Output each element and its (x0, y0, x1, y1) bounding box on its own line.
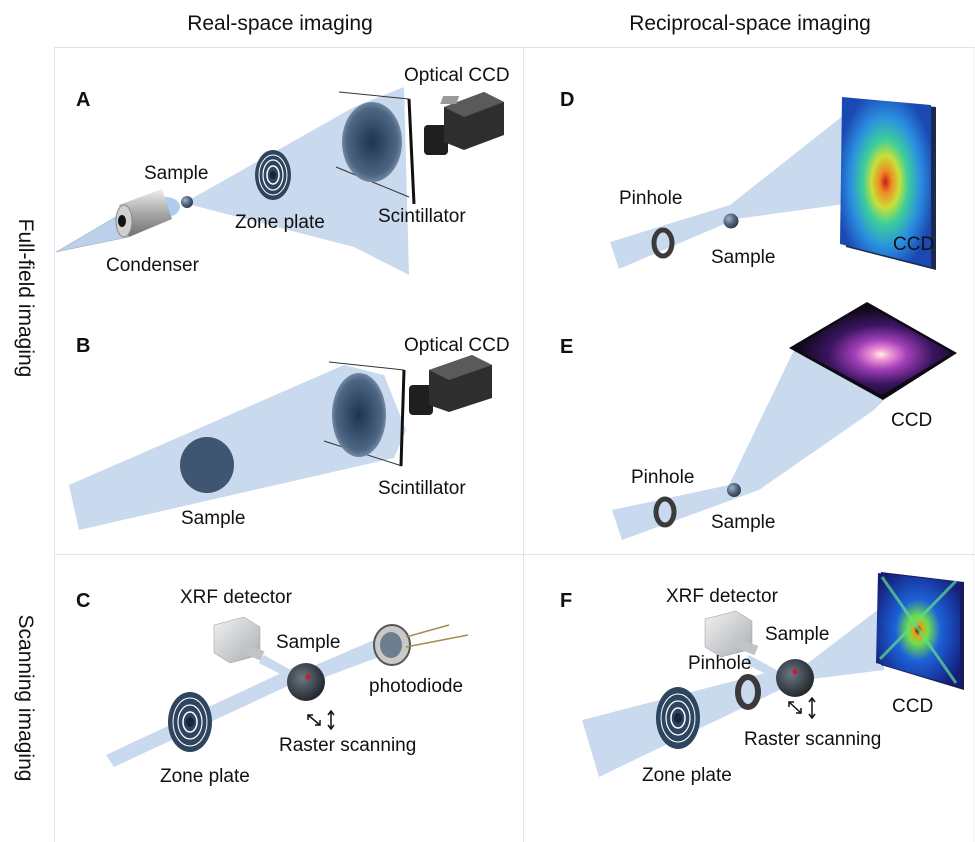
label-ccd: CCD (892, 696, 933, 717)
label-zone-plate: Zone plate (235, 212, 325, 233)
label-xrf-detector: XRF detector (666, 586, 779, 607)
label-xrf-detector: XRF detector (180, 587, 293, 608)
panel-grid (54, 47, 975, 842)
panel-c: C XRF detector Sample photodiode Raster … (76, 587, 469, 787)
label-scintillator: Scintillator (378, 478, 466, 499)
optical-ccd-camera-icon (424, 92, 504, 155)
label-ccd: CCD (893, 234, 934, 255)
grid-divider-horizontal (54, 554, 975, 555)
sample-icon (181, 196, 193, 208)
sample-icon (776, 659, 814, 697)
panel-f: F XRF detector Sample Pinhole CCD Raster… (560, 572, 964, 786)
label-zone-plate: Zone plate (642, 765, 732, 786)
label-sample: Sample (711, 512, 775, 533)
scattered-beam (799, 605, 884, 680)
panel-e: E CCD Pinhole Sample (560, 302, 957, 540)
panel-letter-f: F (560, 590, 572, 612)
pinhole-icon (651, 227, 675, 259)
zone-plate-icon (255, 150, 291, 200)
label-pinhole: Pinhole (688, 653, 751, 674)
pinhole-icon (653, 496, 677, 528)
label-sample: Sample (276, 632, 340, 653)
pinhole-icon (735, 674, 761, 710)
fluorescence-cone (259, 655, 296, 679)
ccd-detector-icon (876, 572, 964, 690)
label-raster-scanning: Raster scanning (279, 735, 416, 756)
raster-scan-arrows-icon (307, 709, 335, 731)
condenser-icon (115, 189, 180, 238)
panel-letter-c: C (76, 590, 90, 612)
x-ray-beam (69, 365, 406, 530)
label-raster-scanning: Raster scanning (744, 729, 881, 750)
zone-plate-icon (168, 692, 212, 752)
optical-ccd-camera-icon (409, 355, 492, 415)
transmitted-beam (304, 640, 379, 683)
photodiode-icon (373, 624, 469, 666)
panel-b: B Optical CCD Scintillator Sample (69, 335, 510, 530)
ccd-detector-icon (840, 97, 936, 270)
row-header-scanning: Scanning imaging (14, 614, 37, 782)
label-sample: Sample (765, 624, 829, 645)
label-sample: Sample (711, 247, 775, 268)
panel-letter-e: E (560, 336, 573, 358)
ccd-detector-icon (789, 302, 957, 400)
column-header-reciprocal-space: Reciprocal-space imaging (629, 12, 871, 35)
label-sample: Sample (181, 508, 245, 529)
x-ray-beam (612, 350, 884, 540)
label-ccd: CCD (891, 410, 932, 431)
label-photodiode: photodiode (369, 676, 463, 697)
label-scintillator: Scintillator (378, 206, 466, 227)
panel-a: A Optical CCD Sample Zone plate Scintill… (55, 65, 510, 276)
x-ray-beam (610, 107, 859, 269)
sample-icon (180, 437, 234, 493)
panel-letter-b: B (76, 335, 90, 357)
label-zone-plate: Zone plate (160, 766, 250, 787)
label-condenser: Condenser (106, 255, 200, 276)
grid-divider-right (973, 47, 974, 842)
label-sample: Sample (144, 163, 208, 184)
sample-icon (727, 483, 741, 497)
raster-scan-arrows-icon (788, 696, 816, 720)
label-optical-ccd: Optical CCD (404, 335, 510, 356)
fluorescence-cone (744, 655, 782, 679)
grid-divider-vertical (523, 47, 524, 842)
panel-letter-d: D (560, 89, 574, 111)
scintillator-icon (323, 361, 406, 467)
column-header-real-space: Real-space imaging (187, 12, 373, 35)
xrf-detector-icon (213, 616, 265, 664)
label-pinhole: Pinhole (619, 188, 682, 209)
panel-letter-a: A (76, 89, 90, 111)
zone-plate-icon (656, 687, 700, 749)
sample-icon (723, 213, 739, 229)
row-header-full-field: Full-field imaging (14, 218, 37, 378)
panel-d: D Pinhole Sample CCD (560, 89, 936, 270)
scintillator-icon (335, 91, 416, 205)
label-pinhole: Pinhole (631, 467, 694, 488)
label-optical-ccd: Optical CCD (404, 65, 510, 86)
sample-icon (287, 663, 325, 701)
xrf-detector-icon (704, 610, 759, 658)
